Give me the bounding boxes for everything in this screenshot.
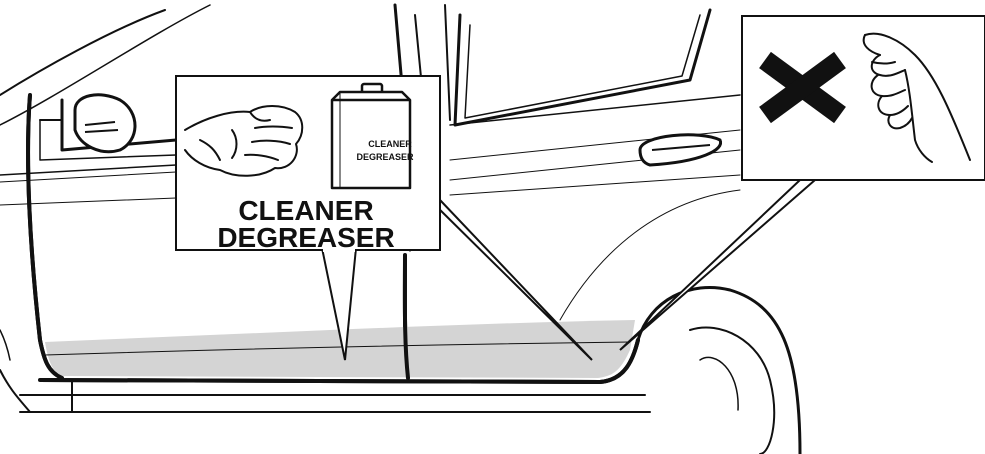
callout-pointer-right-box — [620, 180, 815, 350]
degreaser-can-icon: CLEANER DEGREASER — [332, 84, 414, 188]
callout-cleaner-degreaser: CLEANER DEGREASER CLEANER DEGREASER — [176, 76, 592, 360]
door-handle — [640, 135, 721, 165]
callout-label-line2: DEGREASER — [217, 222, 394, 253]
can-label-line2: DEGREASER — [356, 152, 414, 162]
side-mirror — [75, 95, 135, 152]
callout-do-not-touch — [620, 16, 985, 350]
can-label-line1: CLEANER — [368, 139, 412, 149]
